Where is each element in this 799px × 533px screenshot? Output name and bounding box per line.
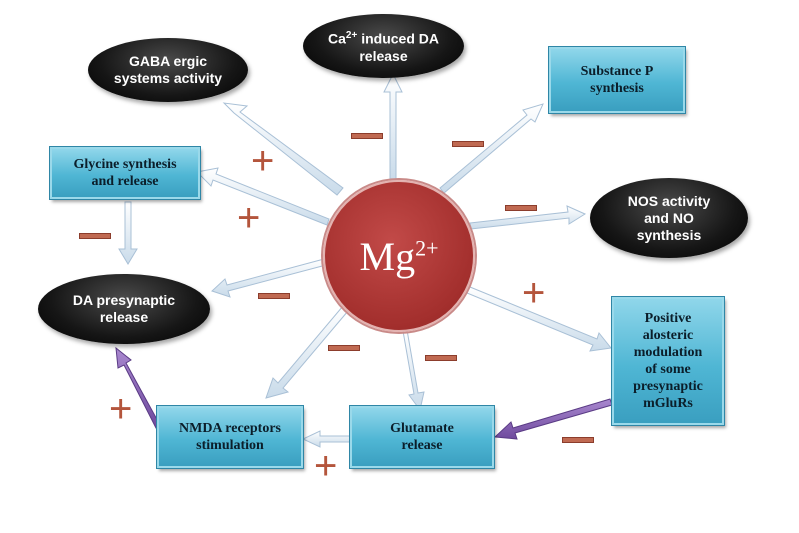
arrow-to-substance-p (439, 103, 544, 194)
arrow-to-nmda (265, 305, 349, 399)
minus-sign-ca (351, 133, 383, 139)
positive-alosteric-modulation-node: Positive alosteric modulation of some pr… (611, 296, 725, 426)
minus-sign-nos (505, 205, 537, 211)
arrow-to-glycine (195, 167, 330, 226)
arrow-positive-to-glutamate (493, 398, 613, 440)
arrow-to-nos (469, 205, 587, 230)
arrow-glycine-to-da (118, 201, 138, 265)
plus-sign-nmda-da: + (109, 387, 133, 431)
magnesium-center-node: Mg2+ (323, 180, 475, 332)
minus-sign-substance-p (452, 141, 484, 147)
minus-sign-da (258, 293, 290, 299)
minus-sign-nmda (328, 345, 360, 351)
minus-sign-glutamate (425, 355, 457, 361)
arrow-glutamate-to-nmda (301, 430, 351, 448)
plus-sign-glycine: + (237, 196, 261, 240)
minus-sign-positive-glutamate (562, 437, 594, 443)
plus-sign-positive: + (522, 271, 546, 315)
arrow-to-da (211, 258, 327, 298)
arrow-nmda-to-da (115, 346, 161, 429)
arrow-to-positive (466, 286, 612, 352)
arrow-to-ca (383, 72, 403, 181)
center-label: Mg2+ (359, 233, 439, 279)
arrow-to-gaba (222, 102, 344, 196)
arrow-to-glutamate (402, 329, 425, 412)
plus-sign-gaba: + (251, 139, 275, 183)
plus-sign-glutamate-nmda: + (314, 444, 338, 488)
minus-sign-glycine-da (79, 233, 111, 239)
